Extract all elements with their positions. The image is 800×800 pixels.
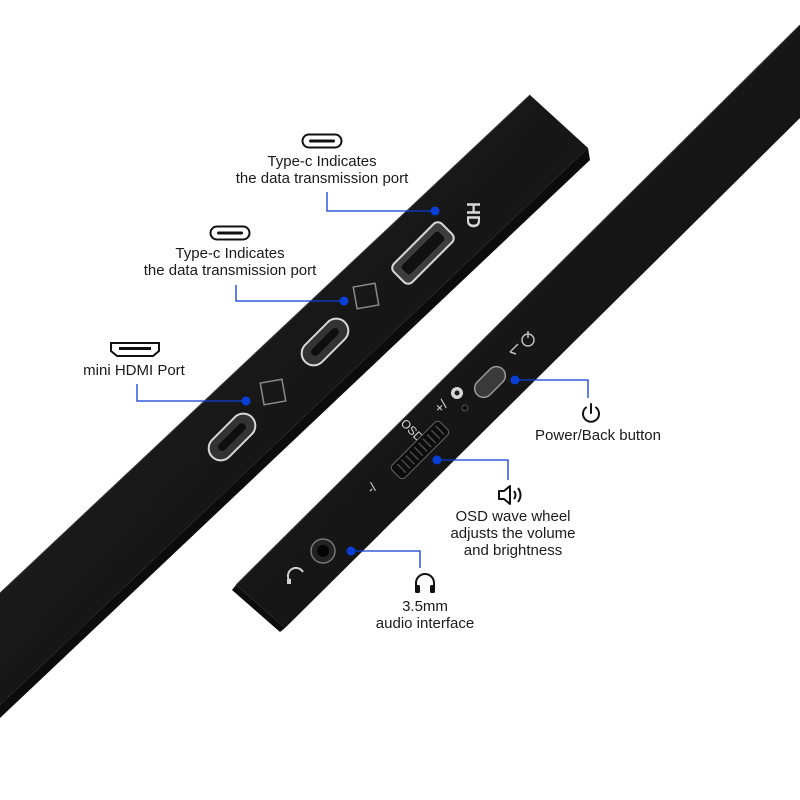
audio-label: 3.5mm audio interface xyxy=(375,598,475,632)
usb-c-port-icon xyxy=(209,225,251,241)
right-monitor-edge xyxy=(232,24,800,632)
usb-c-port-icon xyxy=(301,133,343,149)
light-sensor xyxy=(461,404,469,412)
mini-hdmi-port-icon xyxy=(110,342,160,357)
callout-lines xyxy=(136,192,589,568)
indicator-square-lower xyxy=(259,378,287,406)
speaker-icon xyxy=(498,485,522,505)
typec-top-label: Type-c Indicates the data transmission p… xyxy=(235,153,409,187)
usb-c-port-lower xyxy=(207,412,257,462)
indicator-square-upper xyxy=(352,282,380,310)
callout-dots xyxy=(241,206,520,556)
headphones-icon xyxy=(415,573,435,593)
mini-hdmi-port xyxy=(391,221,455,285)
osd-wheel xyxy=(390,420,450,480)
power-icon xyxy=(582,403,600,423)
power-label: Power/Back button xyxy=(535,427,661,444)
osd-label: OSD wave wheel adjusts the volume and br… xyxy=(450,508,576,559)
typec-mid-label: Type-c Indicates the data transmission p… xyxy=(143,245,317,279)
hd-marking: HD xyxy=(463,202,483,228)
power-button xyxy=(473,365,507,399)
headphone-marking xyxy=(286,566,304,584)
usb-c-port-upper xyxy=(300,317,350,367)
audio-jack xyxy=(310,538,336,564)
mini-hdmi-label: mini HDMI Port xyxy=(83,362,185,379)
power-back-marking xyxy=(509,331,535,355)
